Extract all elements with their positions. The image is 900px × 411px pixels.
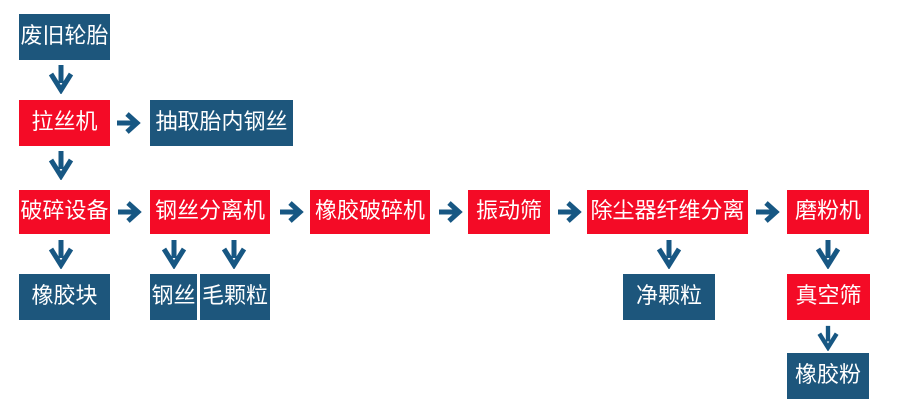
node-clean-granules: 净颗粒 [623,274,715,320]
edge-crushing-to-rubber-block [48,239,74,269]
arrow-right-icon [117,112,141,134]
edge-separator-to-rough-granules [221,239,247,269]
arrow-down-icon [817,325,839,351]
edge-rubber-crusher-to-vibrating-screen [438,199,463,225]
node-rubber-crusher: 橡胶破碎机 [310,190,430,234]
edge-grinding-to-vacuum-screen [815,239,841,269]
node-rubber-block: 橡胶块 [19,274,110,320]
node-crushing-equipment: 破碎设备 [19,190,110,234]
edge-vacuum-screen-to-rubber-powder [815,325,841,351]
node-grinding-machine: 磨粉机 [787,190,869,234]
node-steel-wire-separator: 钢丝分离机 [150,190,270,234]
node-rough-granules: 毛颗粒 [200,274,270,320]
arrow-down-icon [48,240,74,269]
arrow-down-icon [161,240,187,269]
edge-crushing-to-separator [117,199,142,225]
arrow-down-icon [221,240,247,269]
edge-waste-tires-to-wire-drawing [48,64,74,94]
edge-wire-drawing-to-crushing [48,150,74,180]
node-waste-tires: 废旧轮胎 [19,14,110,60]
node-vacuum-screen: 真空筛 [787,274,870,320]
arrow-down-icon [815,240,841,269]
node-dust-collector-fiber-separation: 除尘器纤维分离 [587,190,748,234]
arrow-right-icon [756,201,780,223]
edge-wire-drawing-to-extract-steel [116,110,141,136]
node-steel-wire: 钢丝 [150,274,197,320]
node-wire-drawing-machine: 拉丝机 [19,100,110,146]
node-vibrating-screen: 振动筛 [468,190,550,234]
node-rubber-powder: 橡胶粉 [787,353,869,399]
arrow-right-icon [280,201,304,223]
arrow-down-icon [48,65,74,94]
arrow-down-icon [656,240,682,269]
edge-dust-collector-to-clean-granules [656,239,682,269]
arrow-right-icon [558,201,582,223]
edge-separator-to-rubber-crusher [279,199,304,225]
edge-separator-to-steel-wire [161,239,187,269]
arrow-down-icon [48,151,74,180]
edge-dust-collector-to-grinding [755,199,780,225]
arrow-right-icon [439,201,463,223]
arrow-right-icon [118,201,142,223]
node-extract-tire-steel-wire: 抽取胎内钢丝 [150,100,293,146]
edge-vibrating-screen-to-dust-collector [557,199,582,225]
